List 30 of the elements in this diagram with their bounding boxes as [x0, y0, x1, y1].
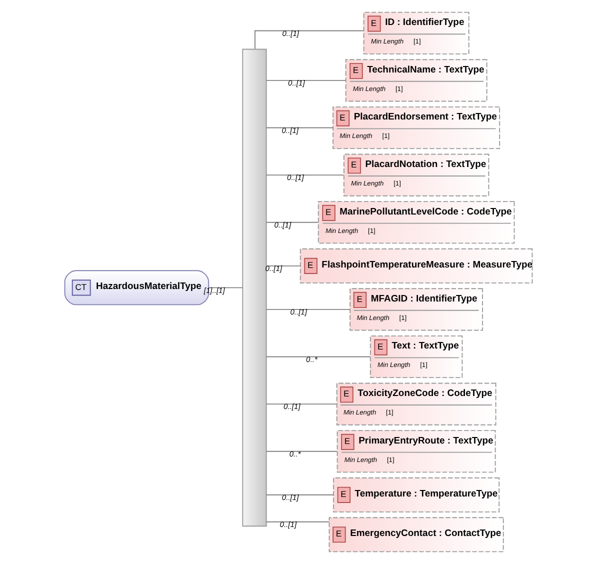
node-bar: [242, 48, 266, 527]
edge-label: 0..[1]: [279, 520, 296, 529]
connector: [265, 222, 318, 223]
connector: [265, 80, 346, 81]
connector: [265, 174, 344, 176]
connector: [254, 30, 364, 50]
connector: [265, 450, 337, 452]
connector: [208, 287, 243, 288]
connector: [265, 356, 370, 358]
connector: [265, 308, 350, 310]
node-box: E Temperature : TemperatureType: [332, 477, 500, 512]
edge-label: 0..[1]: [283, 402, 300, 412]
connector: [265, 404, 337, 405]
edge-label: 0..[1]: [288, 78, 304, 88]
node-box: E EmergencyContact : ContactType: [328, 517, 504, 552]
edge-label: 0..[1]: [290, 308, 306, 317]
edge-label: 0..[1]: [281, 126, 298, 135]
edge-label: 0..*: [288, 449, 300, 458]
edge-label: 0..[1]: [264, 264, 282, 274]
connector: [265, 127, 333, 128]
edge-label: [1]..[1]: [203, 286, 224, 295]
connector: [265, 521, 330, 522]
edge-label: 0..*: [306, 354, 317, 364]
edge-label: 0..[1]: [274, 220, 291, 230]
edge-label: 0..[1]: [282, 28, 299, 38]
connector: [265, 494, 334, 496]
connector: [265, 265, 300, 266]
edge-label: 0..[1]: [286, 173, 304, 182]
node-box: E FlashpointTemperatureMeasure : MeasureType: [299, 248, 532, 284]
edge-label: 0..[1]: [281, 493, 298, 502]
